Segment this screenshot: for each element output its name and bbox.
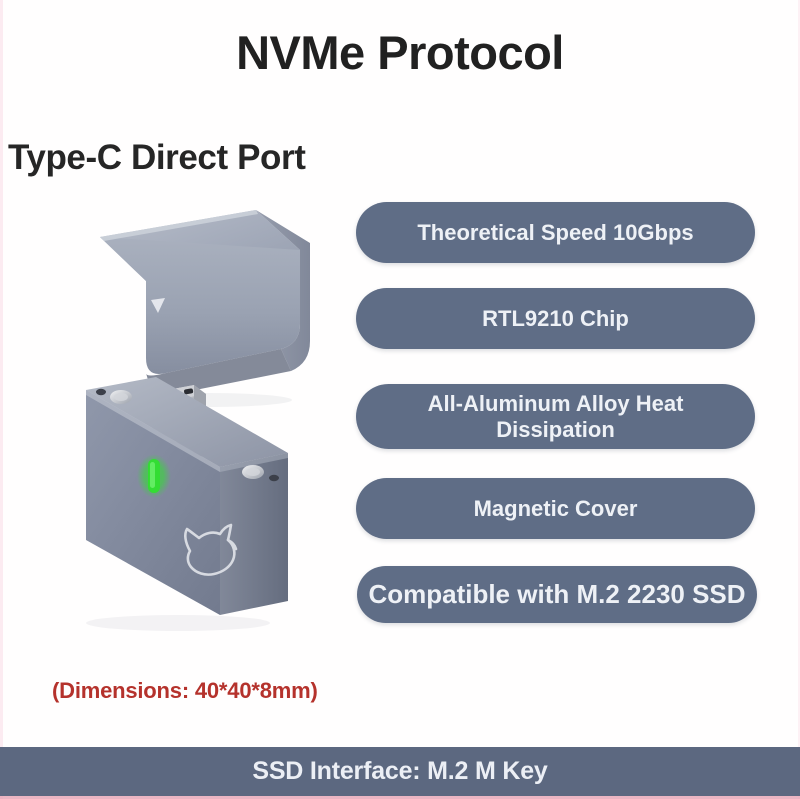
feature-pill-speed[interactable]: Theoretical Speed 10Gbps <box>356 202 755 263</box>
bull-head-logo <box>184 523 238 576</box>
magnetic-cover-part <box>100 210 310 396</box>
bottom-banner-label: SSD Interface: M.2 M Key <box>252 757 548 785</box>
feature-pill-compatibility[interactable]: Compatible with M.2 2230 SSD <box>357 566 757 623</box>
bottom-banner: SSD Interface: M.2 M Key <box>0 747 800 796</box>
pin-hole-left <box>96 388 106 396</box>
pin-hole-right <box>269 474 279 482</box>
page-title: NVMe Protocol <box>236 26 564 79</box>
dimensions-note: (Dimensions: 40*40*8mm) <box>52 678 318 703</box>
page-subtitle: Type-C Direct Port <box>8 138 306 177</box>
screw-left <box>110 390 132 404</box>
product-illustration <box>38 195 338 645</box>
feature-pill-chip[interactable]: RTL9210 Chip <box>356 288 755 349</box>
right-edge-artifact <box>798 0 800 799</box>
green-status-led <box>137 454 171 498</box>
feature-pill-magnetic-cover[interactable]: Magnetic Cover <box>356 478 755 539</box>
triangle-down-marker <box>151 298 165 313</box>
left-edge-artifact <box>0 0 3 799</box>
ssd-enclosure-body <box>86 377 288 631</box>
bottom-edge-artifact <box>0 796 800 799</box>
feature-pill-heat-dissipation[interactable]: All-Aluminum Alloy Heat Dissipation <box>356 384 755 449</box>
screw-right <box>242 465 264 479</box>
